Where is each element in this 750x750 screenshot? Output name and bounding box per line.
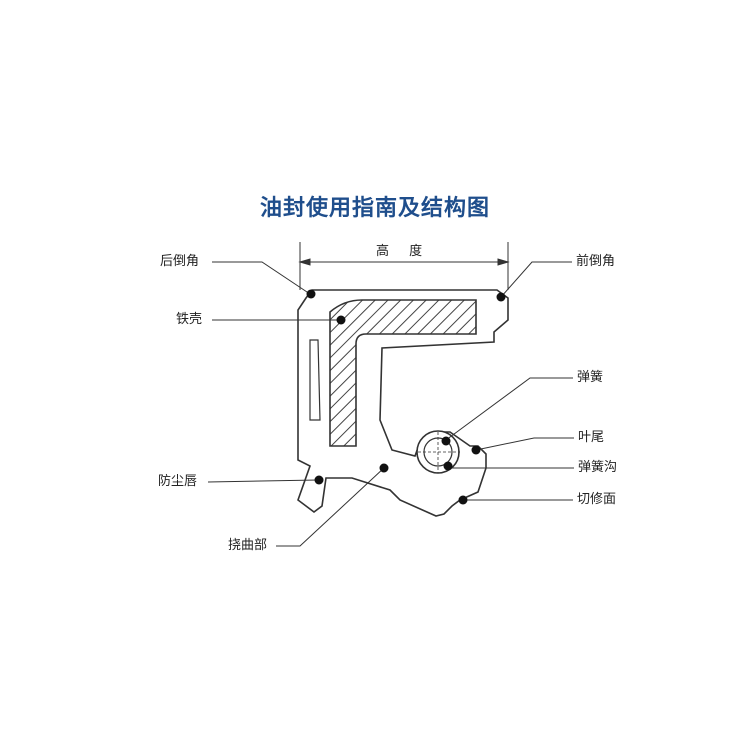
leader-lines	[207, 261, 574, 547]
dot-spring	[441, 436, 451, 446]
page-title: 油封使用指南及结构图	[259, 196, 490, 221]
label-trim-face: 切修面	[577, 492, 617, 507]
dot-flex-section	[379, 463, 389, 473]
dot-lip-tail	[471, 445, 481, 455]
dot-spring-groove	[443, 461, 453, 471]
callout-dots	[306, 289, 506, 505]
label-dust-lip: 防尘唇	[158, 474, 198, 489]
label-flex-section: 挠曲部	[228, 538, 268, 553]
dot-dust-lip	[314, 475, 324, 485]
spring-ring	[416, 430, 460, 474]
iron-shell	[329, 299, 477, 447]
label-front-chamfer: 前倒角	[576, 254, 616, 269]
dot-iron-shell	[336, 315, 346, 325]
label-lip-tail: 叶尾	[578, 430, 605, 445]
label-rear-chamfer: 后倒角	[160, 254, 200, 269]
label-spring-groove: 弹簧沟	[578, 460, 618, 475]
dot-front-chamfer	[496, 292, 506, 302]
dot-trim-face	[458, 495, 468, 505]
label-iron-shell: 铁壳	[176, 312, 203, 327]
height-dimension	[298, 242, 510, 290]
dot-rear-chamfer	[306, 289, 316, 299]
height-label: 高 度	[376, 244, 431, 259]
label-spring: 弹簧	[577, 370, 604, 385]
inner-cavity	[309, 339, 321, 421]
